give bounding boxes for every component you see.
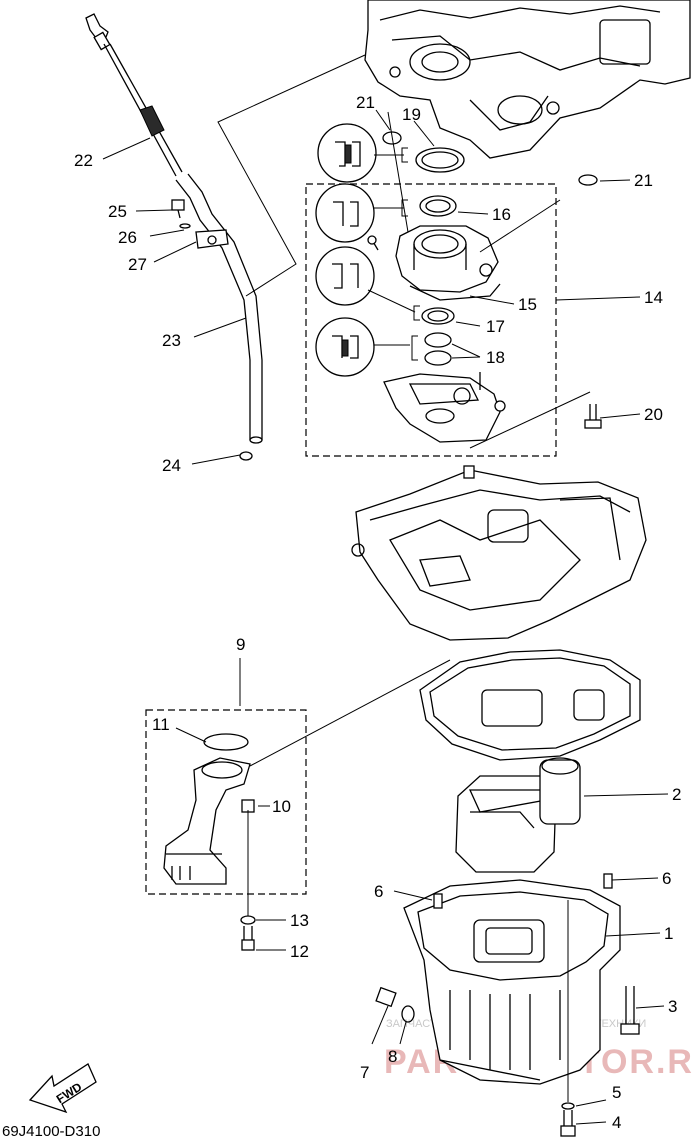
callout-12: 12 (290, 942, 309, 961)
callout-6-left: 6 (374, 882, 383, 901)
callout-leaders (102, 109, 669, 1125)
callout-16: 16 (492, 205, 511, 224)
reference-line (479, 199, 561, 253)
fwd-direction-marker: FWD (28, 1063, 97, 1114)
callout-14: 14 (644, 288, 663, 307)
callout-23: 23 (162, 331, 181, 350)
oil-strainer-drawing (163, 733, 256, 951)
reference-line (387, 111, 409, 233)
callout-15: 15 (518, 295, 537, 314)
callout-10: 10 (272, 797, 291, 816)
callout-1: 1 (664, 924, 673, 943)
callout-26: 26 (118, 228, 137, 247)
callout-4: 4 (612, 1113, 621, 1132)
callout-21-top: 21 (356, 93, 375, 112)
callout-6-right: 6 (662, 869, 671, 888)
reference-line (217, 54, 366, 297)
group-box-14 (305, 183, 557, 457)
callout-27: 27 (128, 255, 147, 274)
drawing-code: 69J4100-D310 (2, 1123, 100, 1139)
callout-20: 20 (644, 405, 663, 424)
callout-13: 13 (290, 911, 309, 930)
pump-housing (367, 225, 506, 443)
oil-pan-drawing (375, 873, 640, 1137)
callout-22: 22 (74, 151, 93, 170)
callout-19: 19 (402, 105, 421, 124)
pump-seals (382, 131, 598, 366)
callout-2: 2 (672, 785, 681, 804)
callout-3: 3 (668, 997, 677, 1016)
engine-block-drawing (364, 0, 691, 159)
dipstick-assembly (85, 13, 263, 461)
gasket-drawing (419, 649, 641, 761)
callout-25: 25 (108, 202, 127, 221)
bolt-20 (584, 404, 602, 429)
callout-18: 18 (486, 348, 505, 367)
group-box-9 (145, 709, 307, 895)
callout-24: 24 (162, 456, 181, 475)
callout-8: 8 (388, 1047, 397, 1066)
callout-21-right: 21 (634, 171, 653, 190)
callout-17: 17 (486, 317, 505, 336)
muffler-part-2 (455, 757, 581, 873)
callout-labels: 22 25 26 27 23 24 21 19 21 16 15 14 17 1… (74, 93, 681, 1132)
reference-line (249, 659, 451, 767)
callout-5: 5 (612, 1083, 621, 1102)
exhaust-guide-drawing (351, 465, 647, 641)
callout-9: 9 (236, 635, 245, 654)
callout-11: 11 (152, 715, 170, 734)
reference-line (469, 391, 591, 449)
seal-detail-circles (315, 123, 420, 377)
callout-7: 7 (360, 1063, 369, 1082)
